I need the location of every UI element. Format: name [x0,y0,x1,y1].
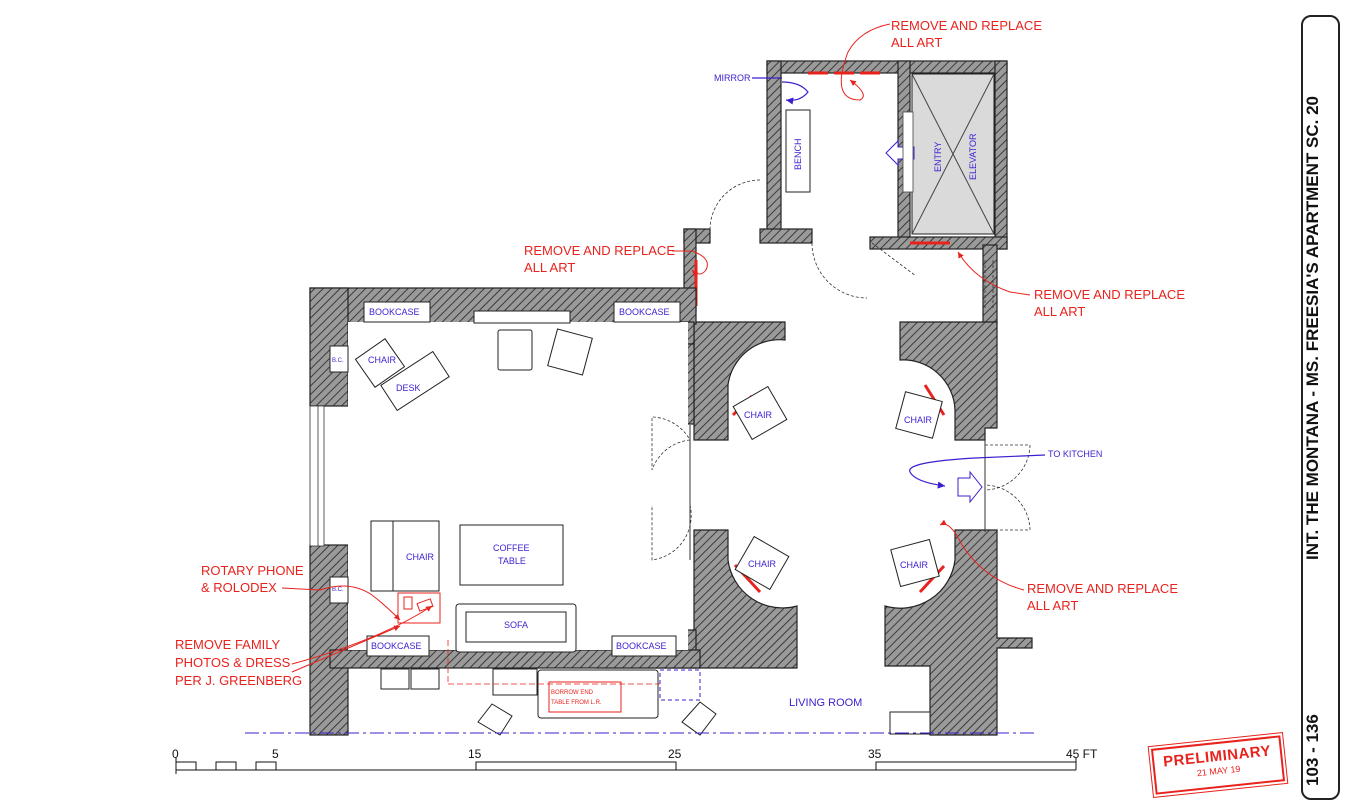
bench [785,109,811,193]
entry-label: ENTRY [933,142,943,172]
sofa-label: SOFA [504,620,528,630]
bench-label: BENCH [793,138,803,170]
svg-text:REMOVE AND REPLACE: REMOVE AND REPLACE [524,243,675,258]
svg-text:ALL ART: ALL ART [1034,304,1085,319]
living-room-label: LIVING ROOM [789,697,862,709]
svg-text:ALL ART: ALL ART [1027,598,1078,613]
scale-tick-15: 15 [468,747,482,761]
hall-chair-label-2: CHAIR [904,415,933,425]
mirror-label: MIRROR [714,73,751,83]
svg-text:REMOVE FAMILY: REMOVE FAMILY [175,637,281,652]
svg-text:ROTARY PHONE: ROTARY PHONE [201,563,304,578]
borrow-label-1: BORROW END [551,690,594,696]
note-family: REMOVE FAMILY PHOTOS & DRESS PER J. GREE… [175,605,433,688]
note-art-right: REMOVE AND REPLACE ALL ART [957,251,1185,319]
hall-chair-label-1: CHAIR [744,410,773,420]
svg-text:ALL ART: ALL ART [524,260,575,275]
study-chair-label-1: CHAIR [368,355,397,365]
kitchen-arrow-icon [957,470,983,504]
svg-text:PHOTOS & DRESS: PHOTOS & DRESS [175,655,291,670]
coffee-table [459,524,564,586]
sheet-number: 103 - 136 [1303,714,1322,786]
bc-label-2: B.C. [332,587,344,593]
bookcase-label-3: BOOKCASE [371,641,422,651]
svg-text:ALL ART: ALL ART [891,35,942,50]
note-art-lower: REMOVE AND REPLACE ALL ART [939,519,1178,613]
sheet-title: INT. THE MONTANA - MS. FREESIA'S APARTME… [1303,95,1322,560]
scale-tick-25: 25 [668,747,682,761]
desk [380,350,450,412]
title-block [1301,15,1340,800]
note-art-top: REMOVE AND REPLACE ALL ART [840,18,1042,101]
bookcase-label-1: BOOKCASE [369,307,420,317]
bookcase-label-2: BOOKCASE [619,307,670,317]
hall-chairs [732,385,943,591]
svg-text:REMOVE AND REPLACE: REMOVE AND REPLACE [1027,581,1178,596]
hall-walls [693,321,1033,736]
desk-label: DESK [396,383,421,393]
scale-tick-5: 5 [272,747,279,761]
bookcases [329,301,681,657]
scale-tick-0: 0 [172,747,179,761]
bookcase-label-4: BOOKCASE [616,641,667,651]
note-art-left: REMOVE AND REPLACE ALL ART [524,243,708,277]
elevator-label: ELEVATOR [968,133,978,180]
bc-label-1: B.C. [332,358,344,364]
scale-tick-35: 35 [868,747,882,761]
svg-text:PER J. GREENBERG: PER J. GREENBERG [175,673,302,688]
svg-text:REMOVE AND REPLACE: REMOVE AND REPLACE [1034,287,1185,302]
borrow-label-2: TABLE FROM L.R. [551,700,602,706]
hall-chair-label-4: CHAIR [900,560,929,570]
svg-text:REMOVE AND REPLACE: REMOVE AND REPLACE [891,18,1042,33]
to-kitchen-label: TO KITCHEN [1048,449,1102,459]
svg-text:& ROLODEX: & ROLODEX [201,580,277,595]
study-chair-label-2: CHAIR [406,552,435,562]
hall-chair-label-3: CHAIR [748,559,777,569]
coffee-label-1: COFFEE [493,543,530,553]
note-rotary: ROTARY PHONE & ROLODEX [201,563,401,621]
scale-tick-45: 45 FT [1066,747,1098,761]
scale-bar [175,758,1077,774]
coffee-label-2: TABLE [498,556,526,566]
